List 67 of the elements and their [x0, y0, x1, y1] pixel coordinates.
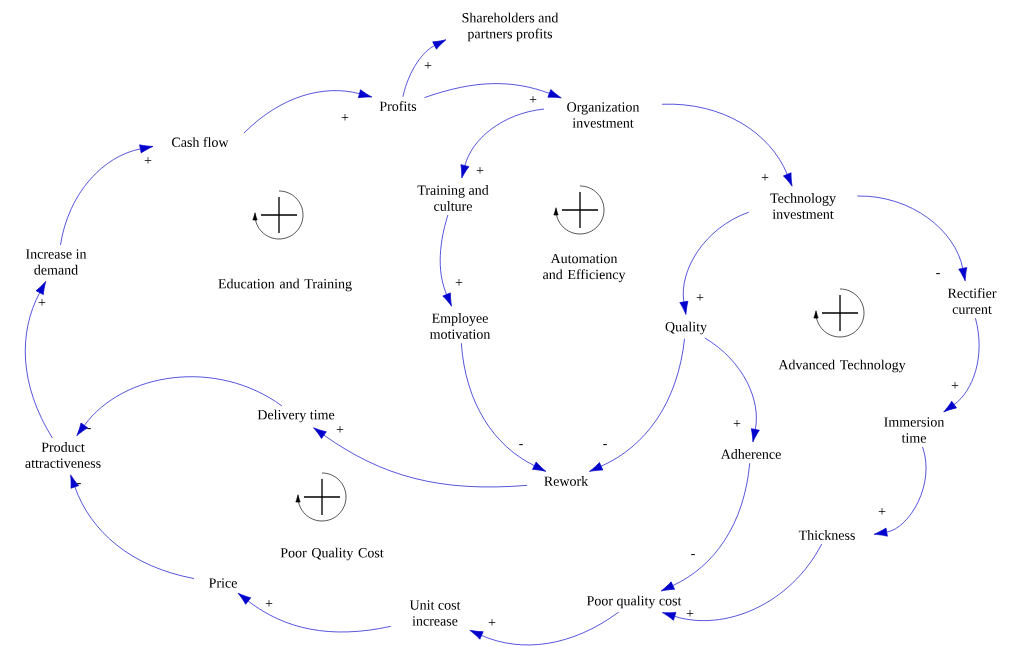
- variable-label: Adherence: [720, 449, 781, 459]
- polarity-sign: +: [336, 426, 344, 433]
- loop-label: Poor Quality Cost: [280, 547, 384, 561]
- polarity-sign: +: [733, 420, 741, 427]
- variable-label: Rectifier current: [947, 288, 997, 314]
- variable-label: Employee motivation: [429, 313, 491, 339]
- polarity-sign: -: [77, 483, 81, 485]
- arrow: [679, 211, 750, 315]
- polarity-sign: +: [761, 174, 769, 181]
- polarity-sign: +: [488, 619, 496, 626]
- variable-label: Delivery time: [257, 409, 335, 423]
- polarity-sign: -: [519, 444, 523, 446]
- arrow: [237, 592, 392, 633]
- arrow: [943, 317, 980, 413]
- arrow: [243, 89, 373, 134]
- polarity-sign: -: [936, 273, 940, 275]
- polarity-sign: +: [529, 96, 537, 103]
- polarity-sign: +: [686, 610, 694, 617]
- variable-label: Increase in demand: [26, 249, 87, 275]
- variable-label: Profits: [379, 101, 417, 111]
- variable-label: Rework: [544, 476, 589, 486]
- variable-label: Training and culture: [417, 185, 489, 211]
- polarity-sign: +: [476, 167, 484, 174]
- loop-label: Advanced Technology: [778, 359, 906, 373]
- arrow: [439, 214, 452, 307]
- variable-label: Unit cost increase: [409, 600, 461, 626]
- polarity-sign: +: [38, 299, 46, 306]
- variable-label: Poor quality cost: [586, 595, 682, 609]
- polarity-sign: +: [424, 62, 432, 69]
- polarity-sign: -: [691, 554, 695, 556]
- variable-label: Price: [209, 578, 237, 588]
- polarity-sign: -: [87, 428, 91, 430]
- variable-label: Shareholders and partners profits: [462, 12, 559, 42]
- polarity-sign: -: [603, 444, 607, 446]
- arrow: [856, 195, 968, 282]
- arrow: [402, 39, 447, 98]
- arrow: [589, 338, 685, 472]
- arrow: [661, 103, 793, 187]
- variable-label: Technology investment: [770, 193, 836, 219]
- arrow: [76, 376, 283, 437]
- variable-label: Cash flow: [172, 137, 229, 147]
- polarity-sign: +: [696, 294, 704, 301]
- arrow: [313, 427, 528, 488]
- polarity-sign: +: [455, 279, 463, 286]
- arrow: [24, 281, 53, 439]
- variable-label: Product attractiveness: [25, 442, 101, 468]
- polarity-sign: +: [144, 157, 152, 164]
- arrow: [424, 83, 562, 99]
- arrow: [460, 108, 545, 179]
- polarity-sign: +: [265, 600, 273, 607]
- arrow: [60, 144, 154, 246]
- arrow: [660, 462, 751, 592]
- loop-label: Education and Training: [218, 278, 352, 292]
- polarity-sign: +: [951, 382, 959, 389]
- arrow: [873, 446, 927, 537]
- arrow: [662, 543, 823, 621]
- variable-label: Organization investment: [567, 102, 640, 128]
- loop-label: Automation and Efficiency: [543, 253, 626, 283]
- variable-label: Thickness: [798, 530, 855, 540]
- polarity-sign: +: [341, 114, 349, 121]
- arrow: [460, 342, 547, 472]
- variable-label: Quality: [665, 321, 707, 335]
- arrow: [704, 337, 760, 443]
- variable-label: Immersion time: [884, 417, 945, 443]
- polarity-sign: +: [878, 508, 886, 515]
- arrow: [70, 474, 195, 579]
- arrow: [469, 611, 620, 646]
